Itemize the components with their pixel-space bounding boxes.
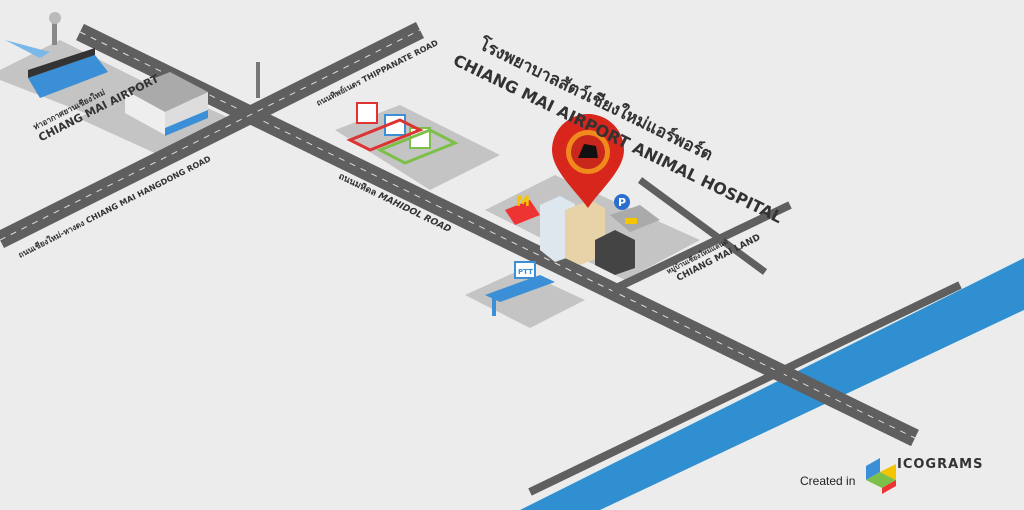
gas-stations-icon bbox=[346, 102, 459, 165]
mcdonalds-logo: M bbox=[516, 194, 530, 210]
road-riverside bbox=[528, 281, 962, 496]
ptt-lot bbox=[465, 270, 585, 328]
icograms-logo-icon bbox=[866, 458, 896, 494]
river bbox=[520, 258, 1024, 510]
created-in-label: Created in bbox=[800, 474, 856, 488]
road-side bbox=[637, 177, 768, 275]
svg-text:PTT: PTT bbox=[518, 268, 533, 276]
road-chiangmai-land bbox=[610, 201, 792, 294]
parking-sign-icon bbox=[614, 194, 630, 210]
hangdong-road-label: ถนนเชียงใหม่-หางดง CHIANG MAI HANGDONG R… bbox=[16, 153, 212, 260]
hospital-location-pin-icon[interactable] bbox=[552, 114, 624, 208]
parking-garage-icon bbox=[125, 72, 208, 136]
icograms-brand[interactable]: ICOGRAMS bbox=[897, 457, 984, 472]
airport-terminal-icon bbox=[5, 12, 108, 98]
buildings-cluster: M bbox=[505, 194, 660, 275]
traffic-light-icon bbox=[256, 62, 260, 98]
road-hangdong-thippanate bbox=[0, 21, 425, 249]
parking-sign-label: P bbox=[618, 196, 626, 209]
ptt-station-icon: PTT bbox=[485, 261, 555, 316]
